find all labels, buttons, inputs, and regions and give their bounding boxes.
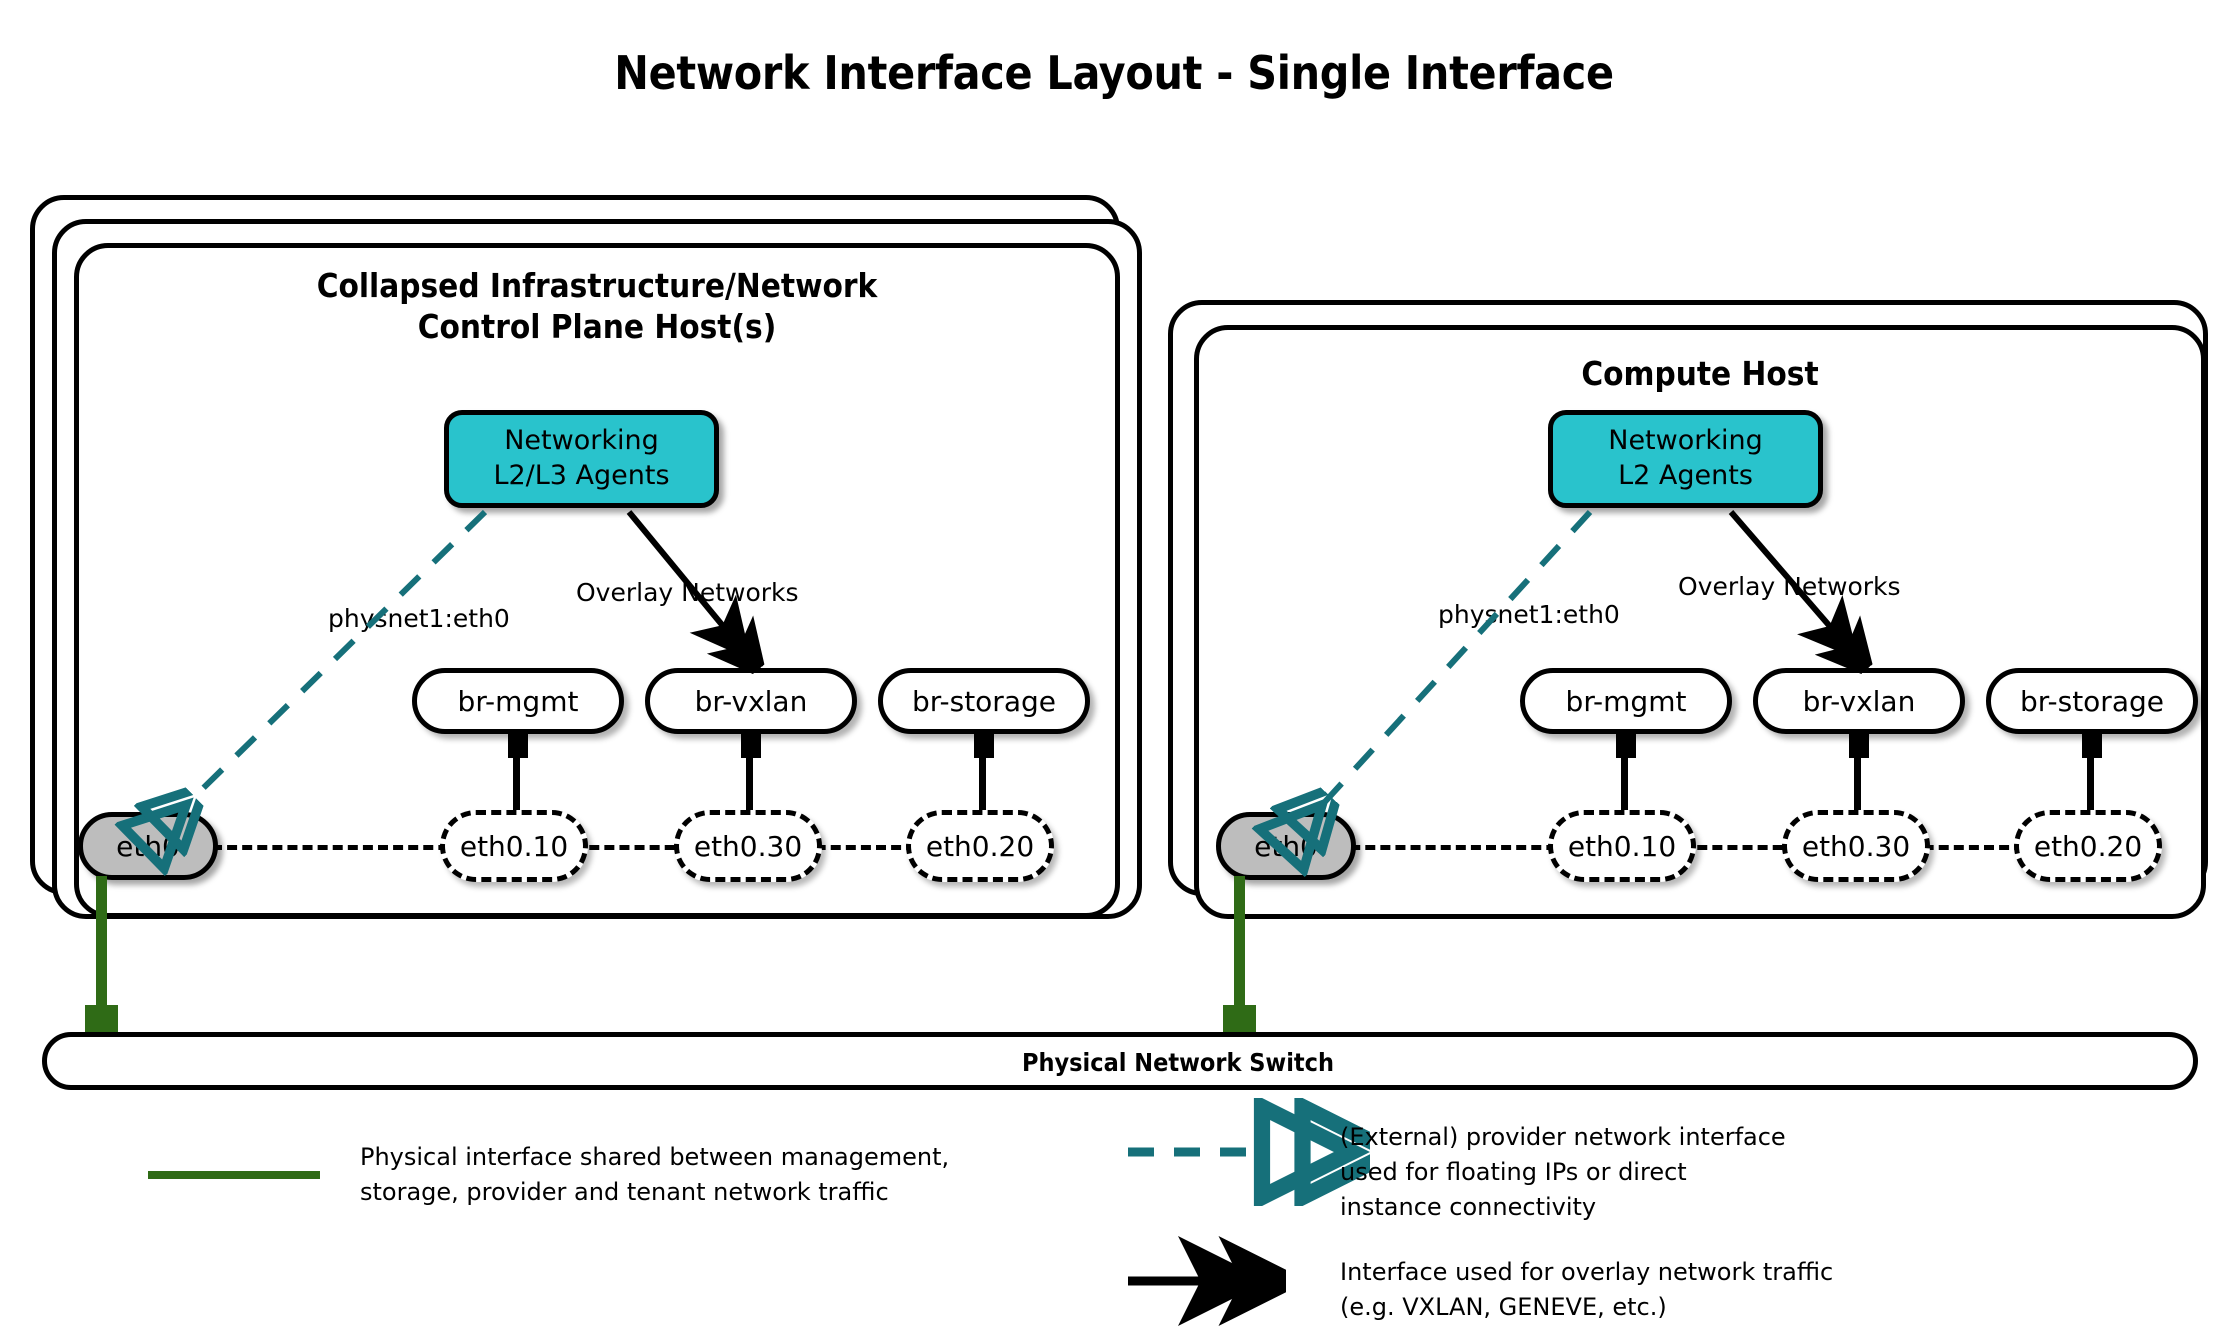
provider-edge-label-compute: physnet1:eth0 [1438, 600, 1620, 629]
vlan-node-eth0-20-control-plane[interactable]: eth0.20 [906, 810, 1054, 882]
bridge-stem-br-vxlan-control-plane [746, 730, 753, 838]
legend-marker-green-solid-line [148, 1171, 320, 1179]
bridge-node-br-vxlan-control-plane[interactable]: br-vxlan [645, 668, 857, 734]
legend-text-physical-interface: Physical interface shared between manage… [360, 1143, 950, 1206]
bridge-node-br-vxlan-compute[interactable]: br-vxlan [1753, 668, 1965, 734]
legend-text-provider-interface: (External) provider network interface us… [1340, 1123, 1786, 1221]
bridge-node-br-storage-compute[interactable]: br-storage [1986, 668, 2198, 734]
vlan-node-eth0-30-compute[interactable]: eth0.30 [1782, 810, 1930, 882]
bridge-node-br-storage-control-plane[interactable]: br-storage [878, 668, 1090, 734]
host-title-compute: Compute Host [1581, 354, 1819, 393]
bridge-node-br-mgmt-compute[interactable]: br-mgmt [1520, 668, 1732, 734]
provider-edge-label-control-plane: physnet1:eth0 [328, 604, 510, 633]
vlan-node-eth0-20-compute[interactable]: eth0.20 [2014, 810, 2162, 882]
vlan-bus-dash-compute [1320, 845, 2160, 850]
bridge-stem-br-mgmt-control-plane [513, 730, 520, 838]
overlay-edge-label-compute: Overlay Networks [1678, 572, 1901, 601]
page-title: Network Interface Layout - Single Interf… [614, 46, 1614, 100]
overlay-edge-label-control-plane: Overlay Networks [576, 578, 799, 607]
bridge-stem-br-vxlan-compute [1854, 730, 1861, 838]
bridge-node-br-mgmt-control-plane[interactable]: br-mgmt [412, 668, 624, 734]
physical-link-line-compute [1234, 876, 1245, 1020]
host-title-control-plane: Collapsed Infrastructure/Network Control… [316, 266, 878, 347]
physical-link-line-control-plane [96, 876, 107, 1020]
agent-node-control-plane[interactable]: Networking L2/L3 Agents [444, 410, 719, 508]
legend-text-overlay-interface: Interface used for overlay network traff… [1340, 1258, 1834, 1321]
vlan-node-eth0-30-control-plane[interactable]: eth0.30 [674, 810, 822, 882]
vlan-node-eth0-10-compute[interactable]: eth0.10 [1548, 810, 1696, 882]
physical-network-switch [42, 1032, 2198, 1090]
vlan-bus-dash-control-plane [212, 845, 1052, 850]
nic-node-eth0-compute[interactable]: eth0 [1216, 812, 1356, 880]
agent-node-compute[interactable]: Networking L2 Agents [1548, 410, 1823, 508]
bridge-stem-br-storage-control-plane [979, 730, 986, 838]
nic-node-eth0-control-plane[interactable]: eth0 [78, 812, 218, 880]
bridge-stem-br-mgmt-compute [1621, 730, 1628, 838]
vlan-node-eth0-10-control-plane[interactable]: eth0.10 [440, 810, 588, 882]
physical-network-switch-label: Physical Network Switch [1022, 1048, 1334, 1077]
bridge-stem-br-storage-compute [2087, 730, 2094, 838]
